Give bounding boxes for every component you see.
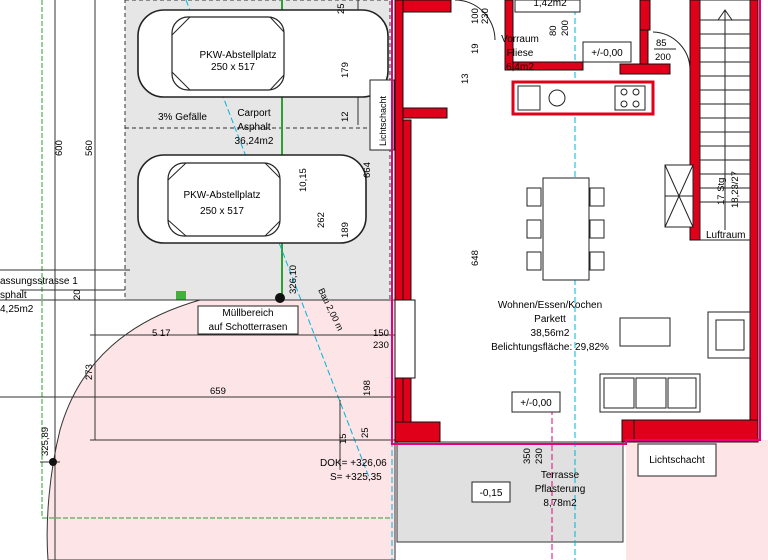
level-terrace: -0,15 [480, 488, 503, 499]
elevation-dok: DOK= +326,06 [320, 458, 387, 469]
wc-door-box [514, 0, 581, 13]
car-bottom-name: PKW-Abstellplatz [183, 190, 260, 201]
light-shaft-1-label: Lichtschacht [378, 95, 388, 146]
dim-659: 659 [210, 386, 226, 397]
stairs-ratio: 18,23/27 [730, 171, 741, 208]
staircase [699, 0, 751, 241]
dim-262: 262 [316, 212, 327, 228]
level-box-living [511, 391, 561, 413]
dim-20: 20 [72, 289, 83, 300]
driveway-material: sphalt [0, 290, 27, 301]
dim-664: 664 [362, 162, 373, 178]
terrace-size: 8,78m2 [543, 498, 577, 509]
terrace-material: Pflasterung [535, 484, 586, 495]
dim-12: 12 [340, 111, 351, 122]
carport-name: Carport [237, 108, 271, 119]
waste-line1: Müllbereich [222, 308, 273, 319]
dim-150: 150 [373, 328, 389, 339]
dim-179: 179 [340, 62, 351, 78]
slope-label: 3% Gefälle [158, 112, 207, 123]
dim-600: 600 [54, 140, 65, 156]
living-light: Belichtungsfläche: 29,82% [491, 342, 609, 353]
car-top [137, 9, 389, 98]
door-85: 85 [656, 38, 667, 49]
coffee-table [619, 317, 671, 347]
dim-230b: 230 [534, 448, 545, 464]
garden-area [46, 299, 396, 560]
carport-size: 36,24m2 [235, 136, 274, 147]
dim-648: 648 [470, 250, 481, 266]
house-walls [394, 0, 759, 443]
dim-13: 13 [460, 73, 471, 84]
light-shaft-terrace [637, 443, 717, 477]
level-living: +/-0,00 [520, 398, 552, 409]
dim-15: 15 [338, 433, 349, 444]
level-vestibule: +/-0,00 [591, 48, 623, 59]
stairs-label: 17 Stg [716, 178, 727, 205]
dim-230: 230 [373, 340, 389, 351]
elevation-s: S= +325,35 [330, 472, 382, 483]
carport-material: Asphalt [237, 122, 271, 133]
dim-326: 326,10 [288, 265, 299, 294]
door-230: 230 [480, 8, 491, 24]
dining-table [526, 177, 605, 281]
dim-19: 19 [470, 43, 481, 54]
living-name: Wohnen/Essen/Kochen [498, 300, 602, 311]
driveway-size: 4,25m2 [0, 304, 34, 315]
dim-560: 560 [84, 140, 95, 156]
level-box-terrace [471, 481, 511, 503]
car-top-size: 250 x 517 [211, 62, 255, 73]
light-shaft-carport [369, 79, 395, 151]
dim-325: 325,89 [40, 427, 51, 456]
living-size: 38,56m2 [531, 328, 570, 339]
dim-198: 198 [362, 380, 373, 396]
wc-size: 1,42m2 [533, 0, 567, 9]
living-material: Parkett [534, 314, 566, 325]
dim-25: 25 [336, 3, 347, 14]
door-200: 200 [655, 52, 671, 63]
level-box-vestibule [582, 41, 632, 63]
dim-350: 350 [522, 448, 533, 464]
terrace-name: Terrasse [541, 470, 580, 481]
dim-273: 273 [84, 364, 95, 380]
air-space: Luftraum [706, 230, 745, 241]
dim-10: 10,15 [298, 168, 309, 192]
door-100: 100 [470, 8, 481, 24]
dim-517: 5 17 [152, 328, 171, 339]
driveway-name: assungsstrasse 1 [0, 276, 78, 287]
door-80: 80 [548, 25, 559, 36]
car-top-name: PKW-Abstellplatz [199, 50, 276, 61]
light-shaft-2-label: Lichtschacht [649, 455, 705, 466]
property-line [41, 0, 390, 519]
vestibule-material: Fliese [507, 48, 534, 59]
dim-189: 189 [340, 222, 351, 238]
car-bottom [137, 154, 367, 244]
vestibule-name: Vorraum [501, 34, 539, 45]
door-200b: 200 [560, 20, 571, 36]
vestibule-size: 6,4m2 [506, 62, 534, 73]
waste-box [197, 305, 299, 335]
terrace-area [396, 441, 624, 543]
waste-line2: auf Schotterrasen [209, 322, 288, 333]
building-outline [391, 0, 761, 445]
dim-25b: 25 [360, 427, 371, 438]
car-bottom-size: 250 x 517 [200, 206, 244, 217]
